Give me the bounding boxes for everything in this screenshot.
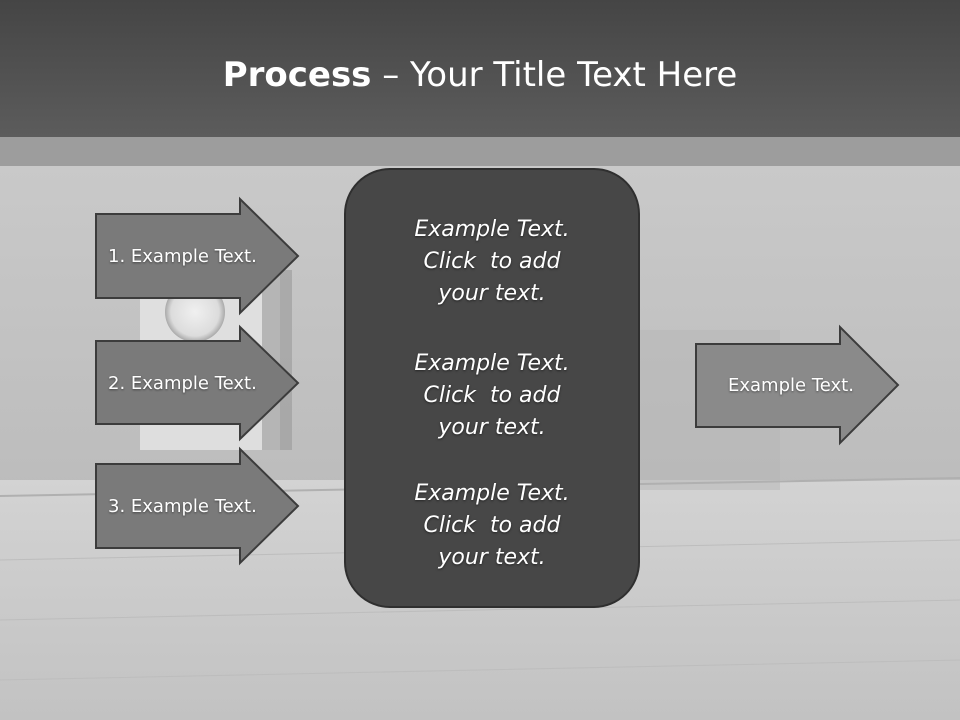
- left-arrow-2-label: 2. Example Text.: [108, 372, 257, 394]
- block-3-line-2: Click to add: [423, 513, 561, 538]
- block-1-line-2: Click to add: [423, 249, 561, 274]
- block-2-line-3: your text.: [438, 415, 546, 440]
- center-text-block-2: Example Text. Click to add your text.: [346, 348, 638, 444]
- left-arrow-1[interactable]: 1. Example Text.: [95, 196, 300, 316]
- title-bar-strip: [0, 137, 960, 166]
- slide-title[interactable]: Process – Your Title Text Here: [0, 52, 960, 98]
- block-1-line-1: Example Text.: [414, 217, 570, 242]
- block-3-line-1: Example Text.: [414, 481, 570, 506]
- title-bar: [0, 0, 960, 137]
- block-1-line-3: your text.: [438, 281, 546, 306]
- center-text-block-1: Example Text. Click to add your text.: [346, 214, 638, 310]
- center-text-block-3: Example Text. Click to add your text.: [346, 478, 638, 574]
- left-arrow-2[interactable]: 2. Example Text.: [95, 324, 300, 442]
- center-text-box[interactable]: Example Text. Click to add your text. Ex…: [344, 168, 640, 608]
- left-arrow-3-label: 3. Example Text.: [108, 495, 257, 517]
- title-rest: – Your Title Text Here: [371, 55, 738, 95]
- block-2-line-1: Example Text.: [414, 351, 570, 376]
- left-arrow-1-label: 1. Example Text.: [108, 245, 257, 267]
- block-3-line-3: your text.: [438, 545, 546, 570]
- right-arrow-label: Example Text.: [728, 374, 854, 396]
- left-arrow-3[interactable]: 3. Example Text.: [95, 446, 300, 566]
- title-bold: Process: [222, 55, 372, 95]
- block-2-line-2: Click to add: [423, 383, 561, 408]
- right-arrow[interactable]: Example Text.: [695, 324, 900, 446]
